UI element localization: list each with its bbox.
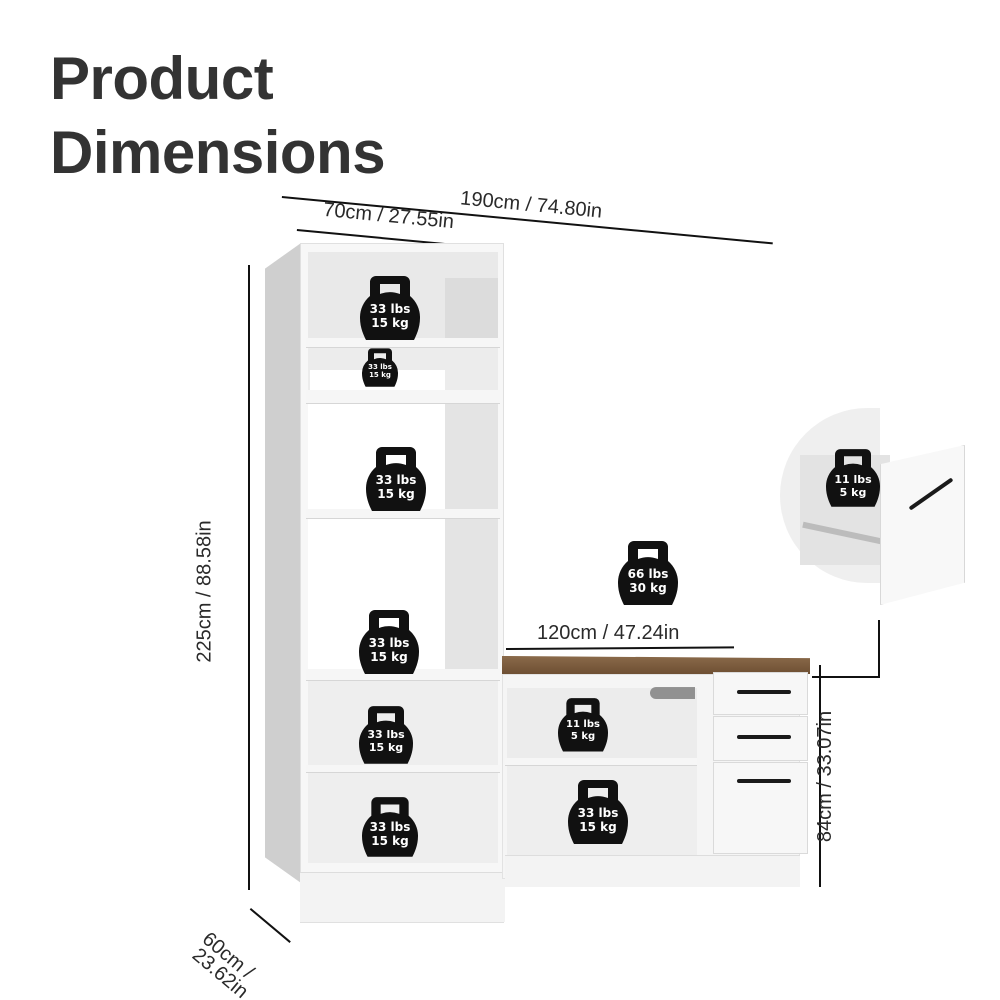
kettlebell-icon: [568, 780, 628, 844]
drawer-3[interactable]: [713, 762, 808, 854]
total-height-line: [248, 265, 250, 890]
desk-height-line: [819, 665, 821, 887]
drawer-2-handle[interactable]: [737, 735, 791, 739]
kettlebell-icon: [362, 797, 418, 857]
badge-lbs: 11 lbs: [834, 473, 872, 486]
badge-kg: 30 kg: [629, 581, 667, 596]
badge-kg: 15 kg: [370, 650, 408, 665]
kettlebell-icon: [366, 447, 426, 511]
desk-wood-top: [502, 656, 810, 674]
tower-shelf-3: [306, 509, 500, 519]
tower-side-panel: [265, 243, 301, 883]
keyboard-tray-mechanism: [650, 687, 695, 699]
badge-lbs: 33 lbs: [368, 636, 410, 650]
desk-height-label: 84cm / 33.07in: [814, 710, 837, 843]
kettlebell-icon: [359, 706, 413, 764]
badge-kg: 15 kg: [579, 820, 617, 835]
tower-shelf-2: [306, 390, 500, 404]
drawer-1-handle[interactable]: [737, 690, 791, 694]
badge-lbs: 33 lbs: [368, 363, 392, 371]
title-line-2: Dimensions: [50, 119, 386, 186]
badge-kg: 15 kg: [368, 741, 404, 755]
depth-line: [249, 908, 291, 943]
badge-kg: 15 kg: [369, 371, 391, 380]
tower-shelf-1: [306, 338, 500, 348]
kettlebell-icon: [618, 541, 678, 605]
badge-kg: 15 kg: [377, 487, 415, 502]
kettlebell-icon: [826, 449, 880, 507]
drawer-callout-line-h: [812, 676, 880, 678]
badge-lbs: 33 lbs: [367, 728, 405, 741]
drawer-1[interactable]: [713, 672, 808, 715]
badge-lbs: 33 lbs: [577, 806, 619, 820]
badge-kg: 5 kg: [570, 731, 596, 742]
tower-shelf-4: [306, 669, 500, 681]
kettlebell-icon: [362, 348, 398, 387]
badge-kg: 15 kg: [371, 316, 409, 331]
badge-lbs: 33 lbs: [375, 473, 417, 487]
desk-shelf: [505, 758, 697, 766]
total-width-label: 190cm / 74.80in: [459, 187, 604, 223]
tower-width-label: 70cm / 27.55in: [322, 198, 455, 234]
tower-back-mid: [445, 404, 498, 509]
desk-plinth: [505, 855, 800, 887]
drawer-3-handle[interactable]: [737, 779, 791, 783]
title-line-1: Product: [50, 45, 274, 112]
badge-lbs: 33 lbs: [369, 820, 411, 834]
kettlebell-icon: [359, 610, 419, 674]
badge-kg: 15 kg: [371, 834, 409, 849]
badge-lbs: 33 lbs: [369, 302, 411, 316]
desk-width-line: [506, 646, 735, 650]
page-title: Product Dimensions: [50, 42, 386, 190]
tower-plinth: [300, 872, 505, 922]
desk-width-label: 120cm / 47.24in: [537, 622, 680, 644]
drawer-callout-line-v: [878, 620, 880, 677]
inset-drawer-front: [880, 445, 965, 605]
kettlebell-icon: [360, 276, 420, 340]
tower-back-top: [445, 278, 498, 338]
tower-back-lower: [445, 519, 498, 669]
badge-lbs: 66 lbs: [627, 567, 669, 581]
total-height-label: 225cm / 88.58in: [193, 520, 216, 663]
badge-kg: 5 kg: [839, 486, 867, 500]
badge-lbs: 11 lbs: [566, 719, 600, 730]
kettlebell-icon: [558, 698, 608, 752]
tower-shelf-5: [306, 765, 500, 773]
